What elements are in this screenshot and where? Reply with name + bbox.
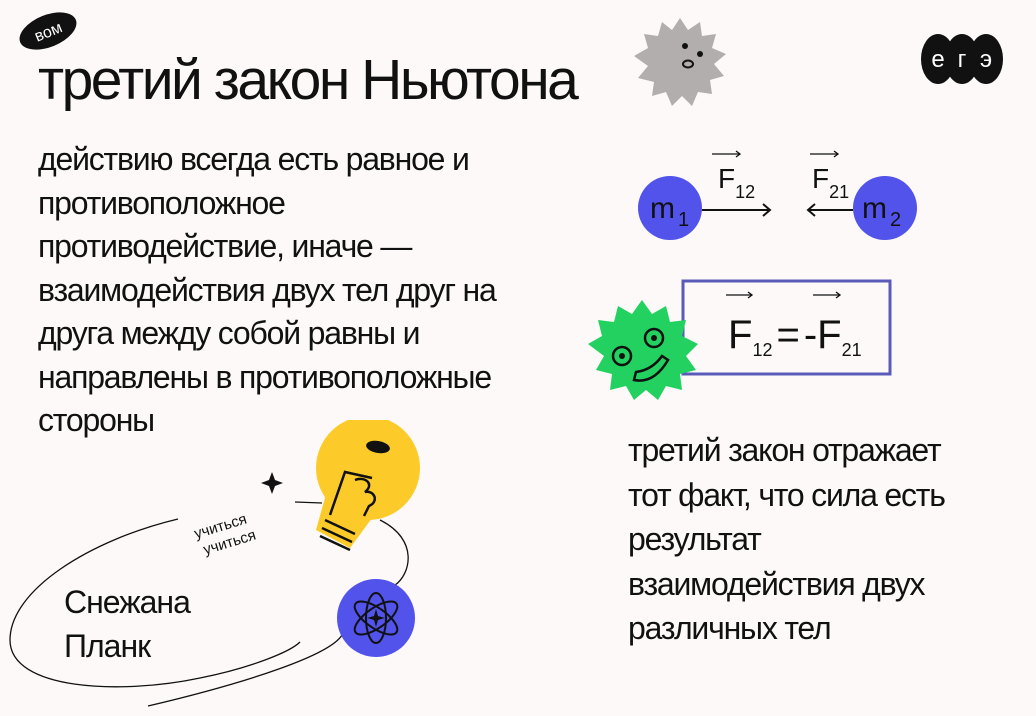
text-line: противоположное: [38, 184, 286, 221]
text-line: действию всегда есть равное и: [38, 141, 470, 177]
mass-2-circle: [853, 176, 917, 240]
svg-text:э: э: [980, 46, 992, 73]
green-grin-face-sticker: [588, 300, 698, 400]
author-first-name: Снежана: [64, 584, 191, 620]
text-line: стороны: [38, 402, 155, 438]
force-12-label: F12: [718, 163, 755, 202]
formula-box: F12=-F21: [681, 279, 892, 376]
text-line: взаимодействия двух тел друг на: [38, 271, 497, 308]
ege-logo: е г э: [921, 34, 1003, 84]
gray-spiky-face-sticker: [634, 18, 726, 106]
law-definition: действию всегда есть равное и противопол…: [38, 138, 598, 443]
formula: F12=-F21: [728, 313, 862, 360]
lightbulb-icon: [316, 420, 420, 552]
sparkle-icon: [261, 472, 283, 494]
svg-text:е: е: [931, 46, 944, 73]
atom-icon: [337, 579, 415, 657]
orbit-line: [9, 518, 301, 688]
text-line: результат: [628, 521, 762, 557]
text-line: взаимодействия двух: [628, 565, 926, 602]
author-decoration: учиться учиться: [9, 420, 420, 707]
mass-1-circle: [638, 176, 702, 240]
text-line: друга между собой равны и: [38, 315, 420, 351]
text-line: тот факт, что сила есть: [628, 476, 946, 513]
brand-badge: вом: [19, 12, 77, 50]
text-line: третий закон отражает: [628, 432, 942, 468]
force-21-label: F21: [812, 163, 849, 202]
law-explanation: третий закон отражает тот факт, что сила…: [628, 428, 1008, 651]
force-arrows: [702, 150, 853, 217]
text-line: различных тел: [628, 610, 832, 646]
page-title: третий закон Ньютона: [38, 48, 579, 112]
text-line: противодействие, иначе —: [38, 228, 412, 264]
badge-shape: [19, 12, 77, 50]
text-line: направлены в противоположные: [38, 358, 492, 395]
author-last-name: Планк: [64, 628, 151, 664]
author-name: Снежана Планк: [64, 580, 191, 668]
study-sticker-text: учиться учиться: [192, 511, 258, 559]
svg-text:г: г: [958, 46, 967, 73]
